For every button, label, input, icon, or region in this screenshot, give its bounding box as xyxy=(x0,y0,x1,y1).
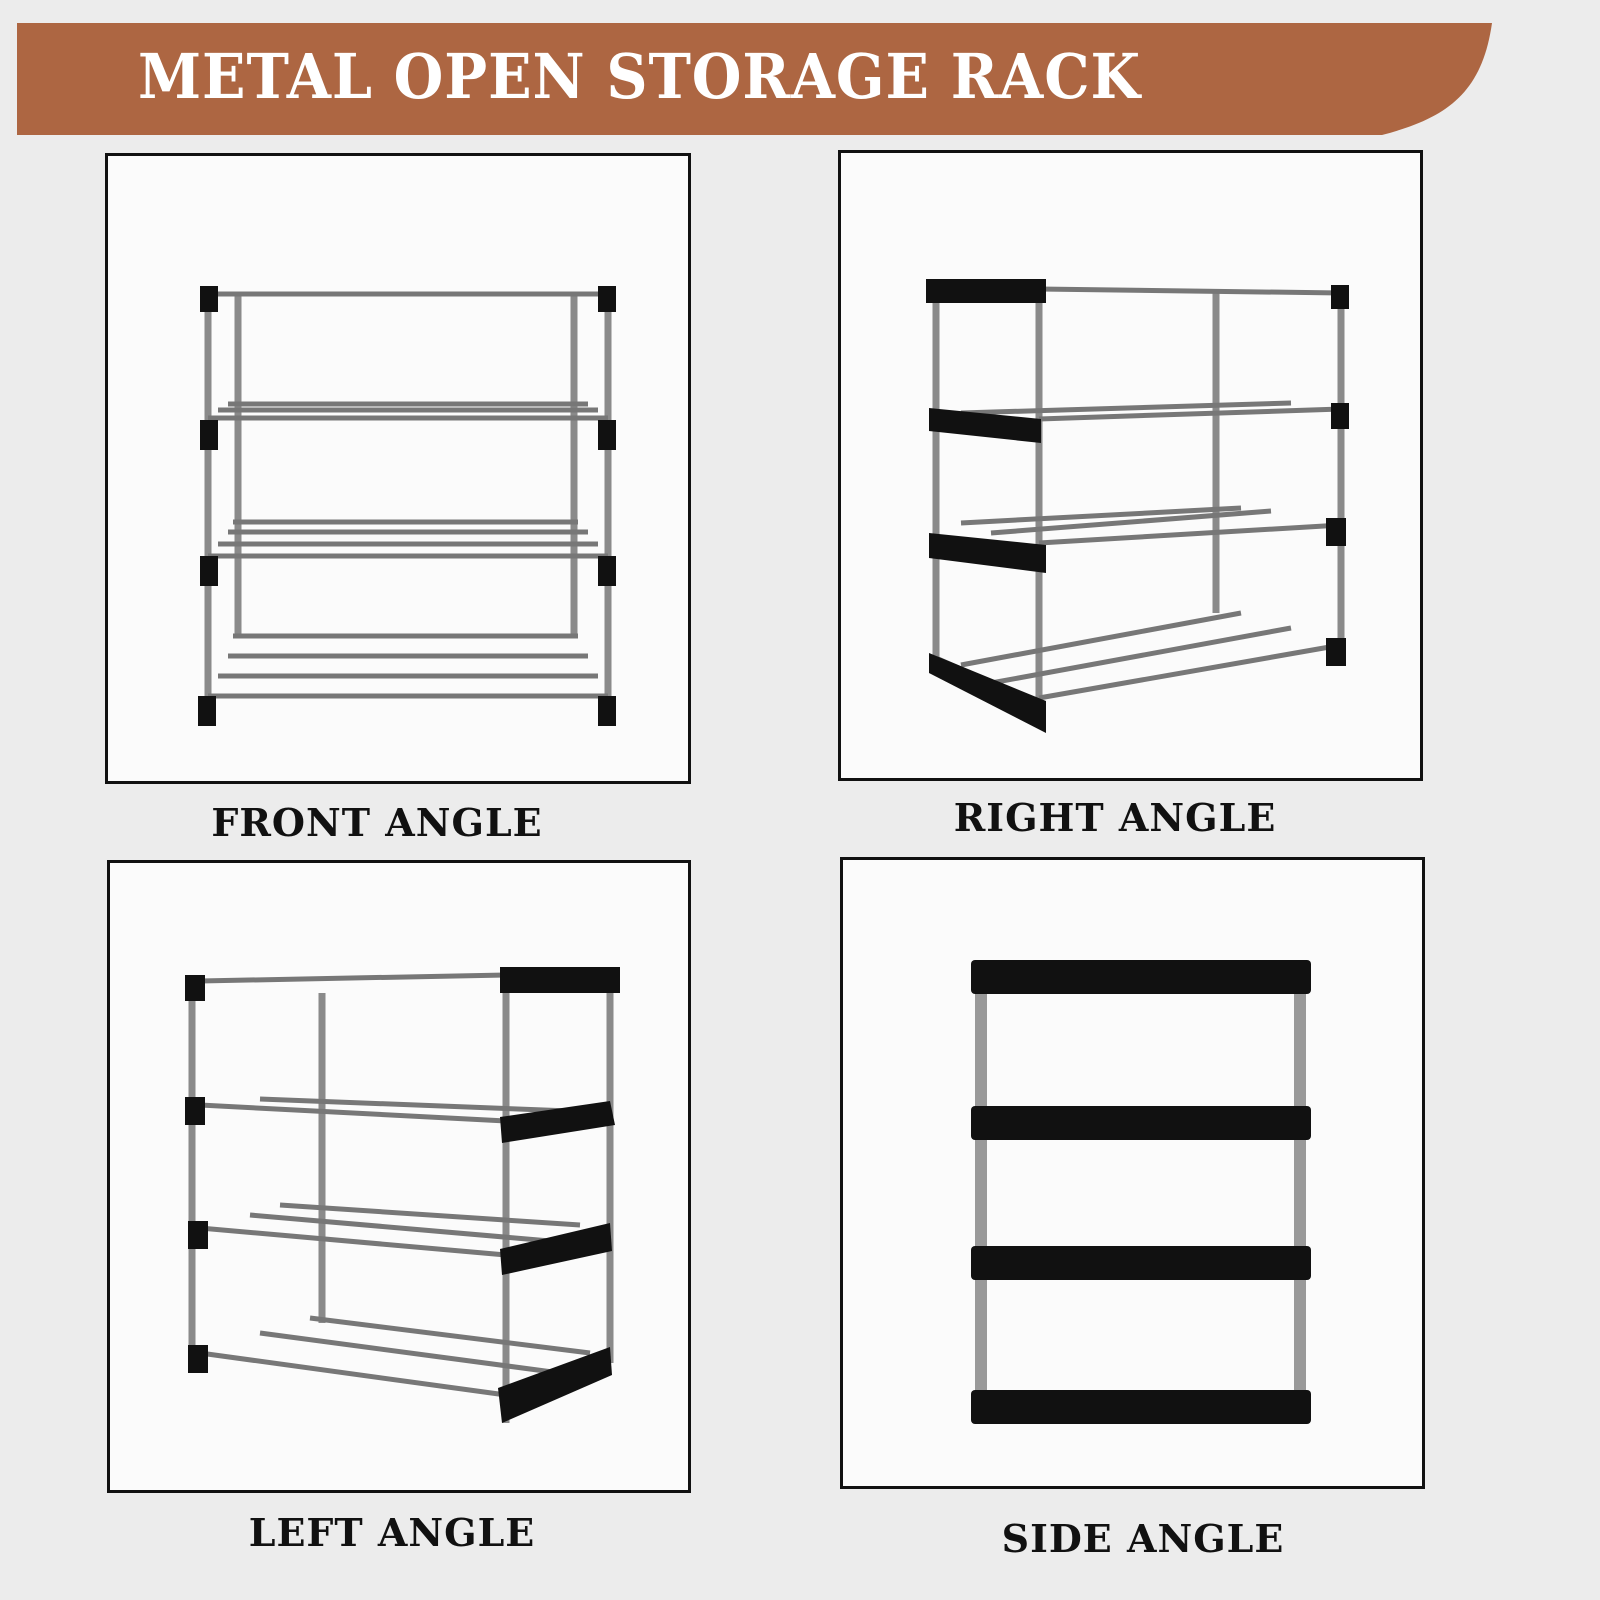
banner-shape xyxy=(17,23,1492,135)
page-title: METAL OPEN STORAGE RACK xyxy=(138,40,1142,113)
rack-side-illustration xyxy=(971,960,1311,1424)
product-image-right xyxy=(838,150,1423,781)
product-image-left xyxy=(107,860,691,1493)
rack-right-illustration xyxy=(926,279,1349,733)
title-banner xyxy=(17,23,1492,135)
rack-front-illustration xyxy=(198,286,616,726)
view-label-front: FRONT ANGLE xyxy=(211,800,543,845)
product-image-front xyxy=(105,153,691,784)
view-label-right: RIGHT ANGLE xyxy=(953,795,1277,840)
view-label-side: SIDE ANGLE xyxy=(1001,1516,1285,1561)
product-image-side xyxy=(840,857,1425,1489)
view-label-left: LEFT ANGLE xyxy=(248,1510,536,1555)
rack-left-illustration xyxy=(185,967,620,1423)
